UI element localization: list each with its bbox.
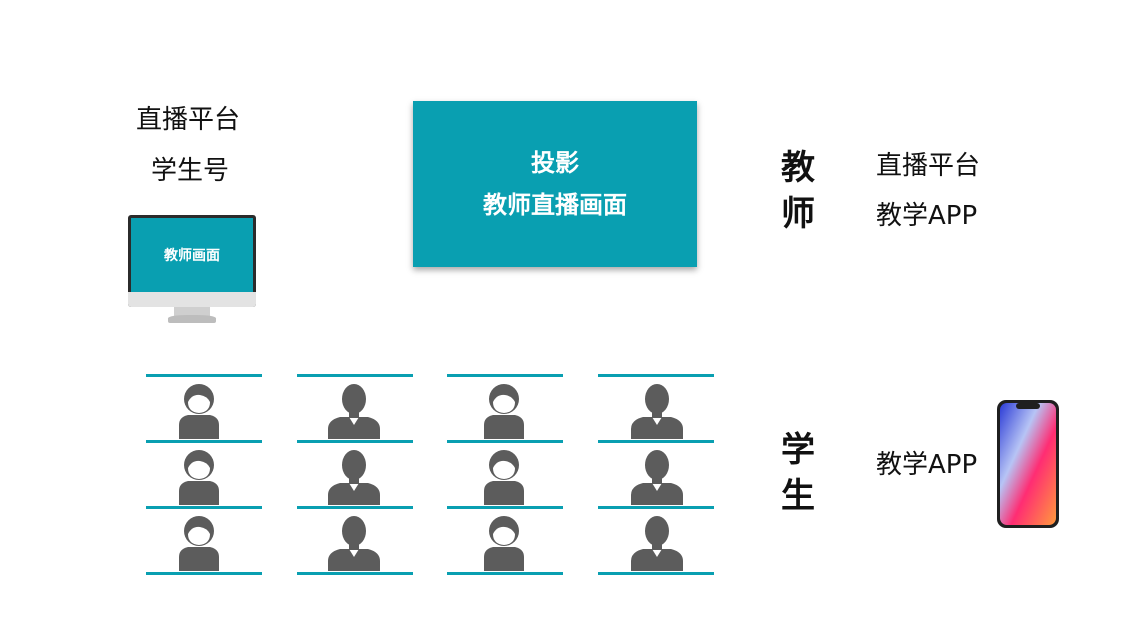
projector-box: 投影 教师直播画面 [413,101,697,267]
monitor-icon: 教师画面 [128,215,256,325]
teacher-heading-char-2: 师 [781,194,815,234]
seat-line [598,374,714,377]
seat-line [146,440,262,443]
female-student-icon [481,449,527,505]
monitor-chin [128,292,256,307]
female-student-icon [481,383,527,439]
seat-line [598,506,714,509]
female-student-icon [481,515,527,571]
seat-line [146,572,262,575]
student-heading-char-2: 生 [781,476,815,516]
female-student-icon [176,515,222,571]
student-heading-char-1: 学 [781,430,815,470]
seat-line [447,506,563,509]
male-student-icon [630,449,683,505]
smartphone-icon [996,399,1060,529]
seat-line [447,572,563,575]
seat-line [146,506,262,509]
monitor-neck [174,307,210,317]
seat-line [297,440,413,443]
male-student-icon [327,383,380,439]
teacher-item-teaching-app: 教学APP [876,201,978,231]
male-student-icon [630,383,683,439]
student-item-teaching-app: 教学APP [876,450,978,480]
monitor-screen: 教师画面 [131,218,253,292]
seat-line [297,506,413,509]
seat-line [447,440,563,443]
teacher-item-live-platform: 直播平台 [876,151,981,181]
seat-line [447,374,563,377]
seat-line [598,572,714,575]
seat-line [297,374,413,377]
female-student-icon [176,383,222,439]
male-student-icon [630,515,683,571]
male-student-icon [327,449,380,505]
seat-line [598,440,714,443]
projector-sublabel: 教师直播画面 [483,191,627,219]
teacher-heading-char-1: 教 [781,148,815,188]
left-label-student-account: 学生号 [151,156,230,186]
male-student-icon [327,515,380,571]
left-label-live-platform: 直播平台 [136,105,241,135]
seat-line [297,572,413,575]
monitor-stand [168,315,216,323]
projector-label: 投影 [531,149,579,177]
female-student-icon [176,449,222,505]
seat-line [146,374,262,377]
